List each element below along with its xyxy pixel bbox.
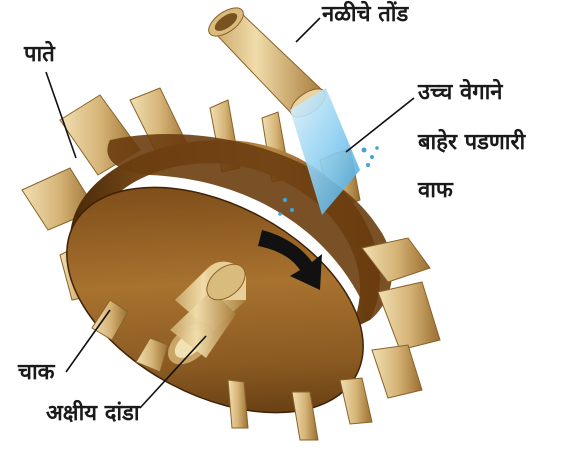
label-wheel: चाक bbox=[18, 362, 55, 384]
label-axle: अक्षीय दांडा bbox=[46, 403, 140, 425]
label-nozzle: नळीचे तोंड bbox=[322, 4, 408, 26]
label-blades: पाते bbox=[24, 44, 55, 66]
label-steam-line2: बाहेर पडणारी bbox=[418, 132, 525, 154]
label-steam-line1: उच्च वेगाने bbox=[418, 82, 503, 104]
label-steam-line3: वाफ bbox=[418, 180, 453, 202]
